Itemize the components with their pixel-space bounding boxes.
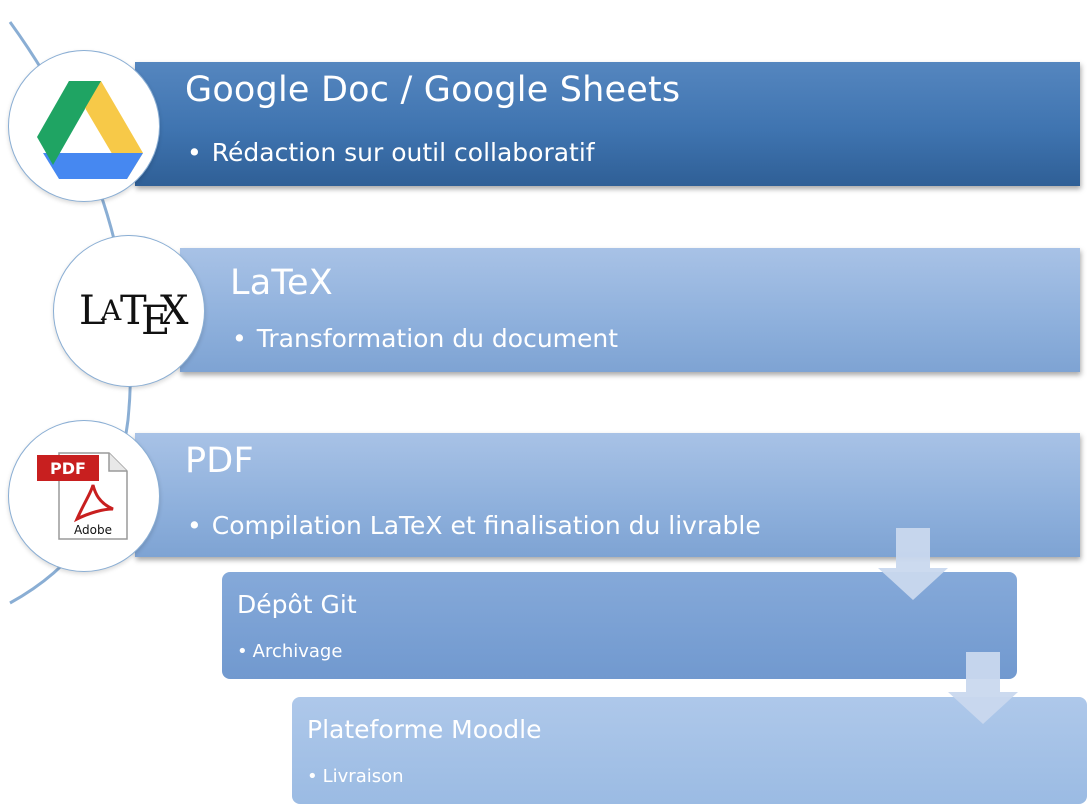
svg-text:Adobe: Adobe — [74, 523, 112, 537]
substep-bullet: •Archivage — [237, 641, 343, 662]
step-google-docs: Google Doc / Google Sheets •Rédaction su… — [135, 62, 1080, 186]
step-bullet: •Rédaction sur outil collaboratif — [187, 138, 595, 167]
step-title: PDF — [185, 441, 254, 481]
down-arrow-icon — [948, 652, 1018, 724]
substep-title: Plateforme Moodle — [307, 715, 542, 744]
step-latex: LaTeX •Transformation du document — [180, 248, 1080, 372]
step-title: Google Doc / Google Sheets — [185, 70, 681, 110]
google-drive-icon — [8, 50, 160, 202]
svg-text:PDF: PDF — [50, 459, 86, 478]
step-bullet: •Transformation du document — [232, 324, 619, 353]
substep-moodle: Plateforme Moodle •Livraison — [292, 697, 1087, 804]
substep-title: Dépôt Git — [237, 590, 357, 619]
adobe-pdf-icon: PDF Adobe — [8, 420, 160, 572]
down-arrow-icon — [878, 528, 948, 600]
substep-git: Dépôt Git •Archivage — [222, 572, 1017, 679]
substep-bullet: •Livraison — [307, 766, 404, 787]
step-title: LaTeX — [230, 263, 333, 303]
step-pdf: PDF •Compilation LaTeX et finalisation d… — [135, 433, 1080, 557]
step-bullet: •Compilation LaTeX et finalisation du li… — [187, 511, 761, 540]
